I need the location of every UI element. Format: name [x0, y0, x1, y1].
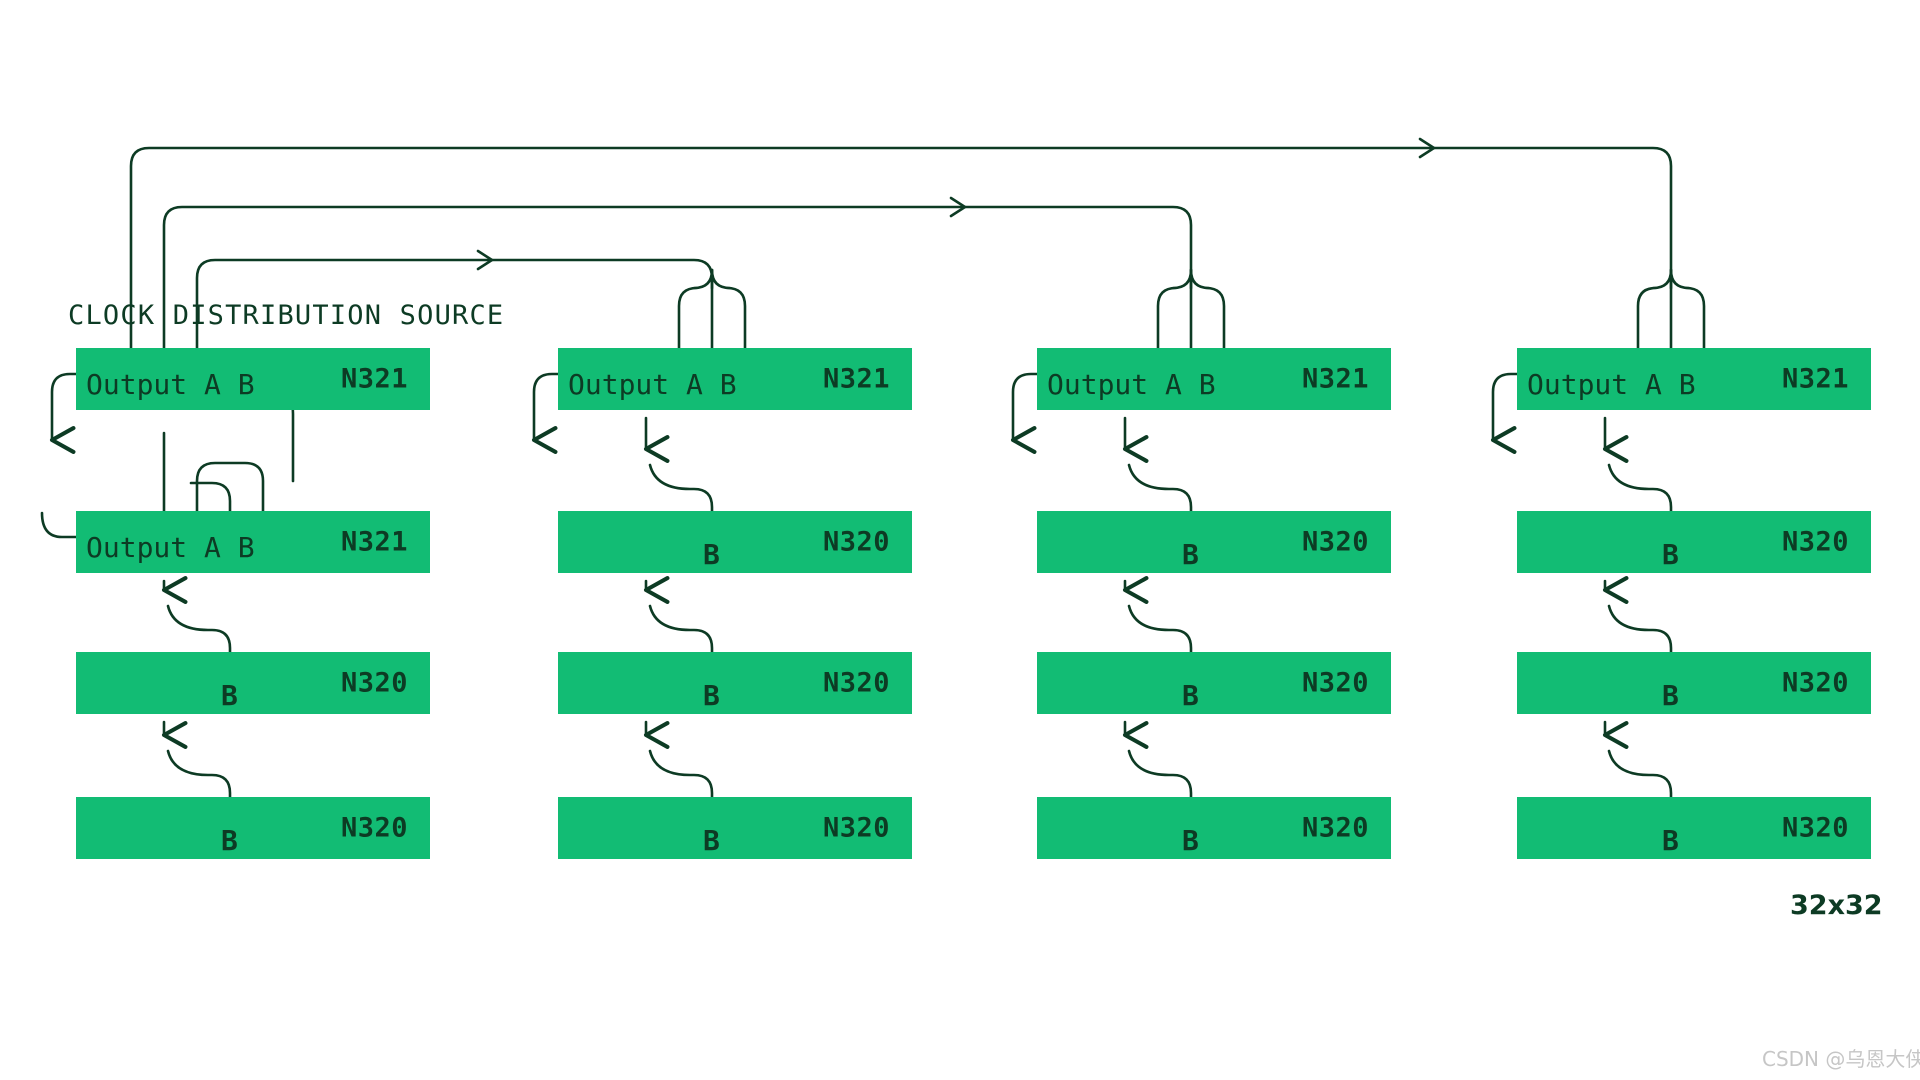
hop-block-c4-r4	[1607, 749, 1673, 825]
return-bus-column-1	[49, 372, 100, 454]
block-c3-r3[interactable]: N320 B	[1037, 652, 1391, 714]
block-model-label: N321	[340, 363, 408, 395]
block-model-label: N321	[1301, 363, 1369, 395]
block-c2-r2[interactable]: N320 B	[558, 511, 912, 573]
block-b-port-label: B	[221, 824, 238, 857]
hop-block-c2-r4	[648, 749, 714, 825]
arch-right-column-3	[1189, 268, 1226, 376]
hop-block-c4-r3	[1607, 604, 1673, 680]
block-ports-label: Output A B	[86, 531, 255, 564]
block-c1-r2[interactable]: N321 Output A B	[76, 511, 430, 573]
trunk-wire-2	[162, 205, 1193, 376]
block-c1-r3[interactable]: N320 B	[76, 652, 430, 714]
hop-block-c2-r2	[648, 463, 714, 539]
block-ports-label: Output A B	[86, 368, 255, 401]
trunk-arrow-2	[949, 196, 967, 218]
return-bus-column-4	[1490, 372, 1541, 454]
arch-right-column-4	[1669, 268, 1706, 376]
block-c4-r3[interactable]: N320 B	[1517, 652, 1871, 714]
watermark-label: CSDN @乌恩大侠	[1762, 1047, 1920, 1071]
block-model-label: N320	[822, 667, 890, 699]
block-model-label: N320	[1781, 812, 1849, 844]
block-b-port-label: B	[703, 824, 720, 857]
block-ports-label: Output A B	[1047, 368, 1216, 401]
matrix-size-label: 32x32	[1790, 890, 1883, 921]
block-b-port-label: B	[1662, 679, 1679, 712]
block-c3-r1[interactable]: N321 Output A B	[1037, 348, 1391, 410]
block-b-port-label: B	[1662, 824, 1679, 857]
arch-left-column-2	[677, 268, 714, 376]
block-c4-r1[interactable]: N321 Output A B	[1517, 348, 1871, 410]
trunk-wire-1	[129, 146, 1673, 376]
block-c2-r3[interactable]: N320 B	[558, 652, 912, 714]
block-ports-label: Output A B	[568, 368, 737, 401]
block-c1-r1[interactable]: N321 Output A B	[76, 348, 430, 410]
block-model-label: N320	[340, 812, 408, 844]
block-model-label: N320	[1301, 667, 1369, 699]
return-bus-column-2	[531, 372, 582, 454]
block-b-port-label: B	[1182, 679, 1199, 712]
block-b-port-label: B	[703, 679, 720, 712]
trunk-arrow-3	[476, 249, 494, 271]
block-model-label: N321	[1781, 363, 1849, 395]
left-feed-c1r2	[40, 511, 100, 539]
block-b-port-label: B	[1182, 538, 1199, 571]
block-c3-r2[interactable]: N320 B	[1037, 511, 1391, 573]
block-b-port-label: B	[221, 679, 238, 712]
block-c3-r4[interactable]: N320 B	[1037, 797, 1391, 859]
fanin-b-c1	[195, 461, 265, 539]
block-model-label: N320	[822, 812, 890, 844]
block-c4-r2[interactable]: N320 B	[1517, 511, 1871, 573]
block-model-label: N320	[1301, 526, 1369, 558]
block-model-label: N320	[340, 667, 408, 699]
arch-left-column-3	[1156, 268, 1193, 376]
hop-block-c2-r3	[648, 604, 714, 680]
block-model-label: N320	[1781, 526, 1849, 558]
block-ports-label: Output A B	[1527, 368, 1696, 401]
clock-source-label: CLOCK DISTRIBUTION SOURCE	[68, 300, 505, 331]
block-model-label: N320	[1781, 667, 1849, 699]
block-b-port-label: B	[1662, 538, 1679, 571]
arch-right-column-2	[710, 268, 747, 376]
block-c2-r1[interactable]: N321 Output A B	[558, 348, 912, 410]
block-c4-r4[interactable]: N320 B	[1517, 797, 1871, 859]
block-model-label: N320	[1301, 812, 1369, 844]
block-b-port-label: B	[703, 538, 720, 571]
hop-block-c3-r2	[1127, 463, 1193, 539]
fanin-a-c1	[189, 481, 232, 539]
trunk-arrow-1	[1418, 137, 1436, 159]
block-c1-r4[interactable]: N320 B	[76, 797, 430, 859]
hop-block-c1-r3	[166, 604, 232, 680]
block-b-port-label: B	[1182, 824, 1199, 857]
block-model-label: N321	[822, 363, 890, 395]
return-bus-column-3	[1010, 372, 1061, 454]
arch-left-column-4	[1636, 268, 1673, 376]
hop-block-c1-r4	[166, 749, 232, 825]
block-c2-r4[interactable]: N320 B	[558, 797, 912, 859]
hop-block-c3-r4	[1127, 749, 1193, 825]
block-model-label: N321	[340, 526, 408, 558]
hop-block-c4-r2	[1607, 463, 1673, 539]
hop-block-c3-r3	[1127, 604, 1193, 680]
block-model-label: N320	[822, 526, 890, 558]
